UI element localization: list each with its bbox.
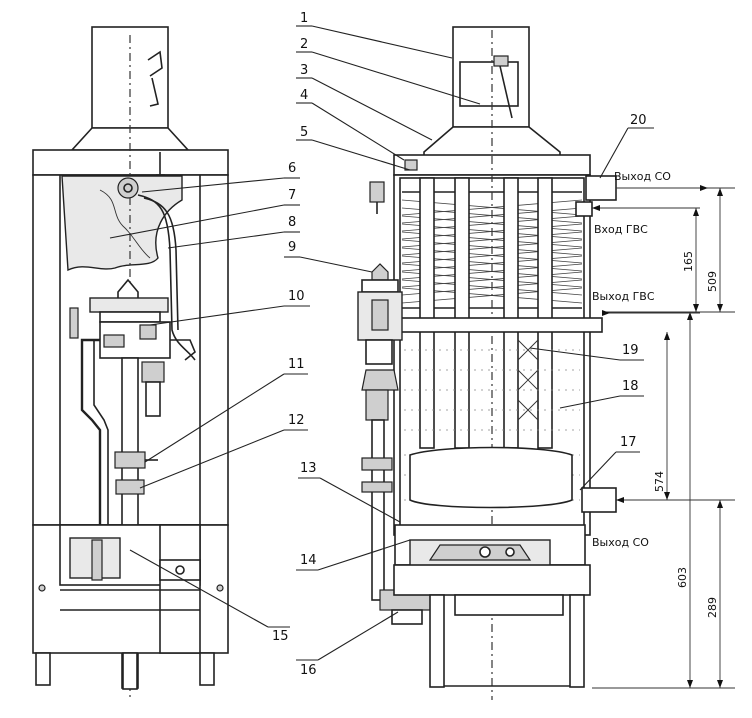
callout-3: 3	[300, 63, 308, 78]
callout-17: 17	[620, 435, 637, 450]
callout-7: 7	[288, 188, 296, 203]
callouts: 1 2 3 4 5 6 7 8 9 10 11 12 13 14 15 16	[109, 11, 654, 678]
callout-16: 16	[300, 663, 317, 678]
callout-8: 8	[288, 215, 296, 230]
callout-18: 18	[622, 379, 639, 394]
dim-603: 603	[676, 567, 689, 588]
right-base	[393, 564, 591, 596]
callout-2: 2	[300, 37, 308, 52]
dim-289: 289	[706, 597, 719, 618]
label-dhw-outlet: Выход ГВС	[592, 290, 655, 303]
right-leg-l	[429, 594, 445, 688]
co-return-nozzle	[581, 487, 617, 513]
dim-165: 165	[682, 251, 695, 272]
callout-15: 15	[272, 629, 289, 644]
callout-12: 12	[288, 413, 305, 428]
left-chimney-damper	[147, 50, 163, 107]
dimensions: 165 509 574 603 289	[592, 187, 735, 689]
gas-control	[357, 263, 403, 421]
callout-11: 11	[288, 357, 305, 372]
combustion-chamber	[409, 446, 573, 509]
dim-574: 574	[653, 471, 666, 492]
connections: Выход СО Вход ГВС Выход ГВС Выход СО	[592, 170, 708, 549]
left-leg-l	[35, 652, 51, 686]
callout-9: 9	[288, 240, 296, 255]
right-leg-r	[569, 594, 585, 688]
callout-10: 10	[288, 289, 305, 304]
co-outlet-nozzle	[585, 175, 617, 201]
left-gas-pipe	[80, 338, 102, 590]
dhw-inlet-nozzle	[575, 201, 593, 217]
callout-6: 6	[288, 161, 296, 176]
left-leg-r	[199, 652, 215, 686]
callout-1: 1	[300, 11, 308, 26]
label-co-return: Выход СО	[592, 536, 649, 549]
label-dhw-inlet: Вход ГВС	[594, 223, 648, 236]
callout-19: 19	[622, 343, 639, 358]
callout-14: 14	[300, 553, 317, 568]
flue-tubes	[419, 177, 553, 449]
label-co-outlet: Выход СО	[614, 170, 671, 183]
right-view	[357, 26, 617, 700]
left-valve-11	[114, 451, 146, 469]
left-fan	[117, 177, 139, 199]
dim-509: 509	[706, 271, 719, 292]
left-valve-12	[115, 479, 145, 495]
callout-20: 20	[630, 113, 647, 128]
callout-4: 4	[300, 88, 308, 103]
callout-13: 13	[300, 461, 317, 476]
callout-5: 5	[300, 125, 308, 140]
dhw-outlet-pipe	[397, 317, 603, 333]
left-view	[32, 26, 229, 700]
